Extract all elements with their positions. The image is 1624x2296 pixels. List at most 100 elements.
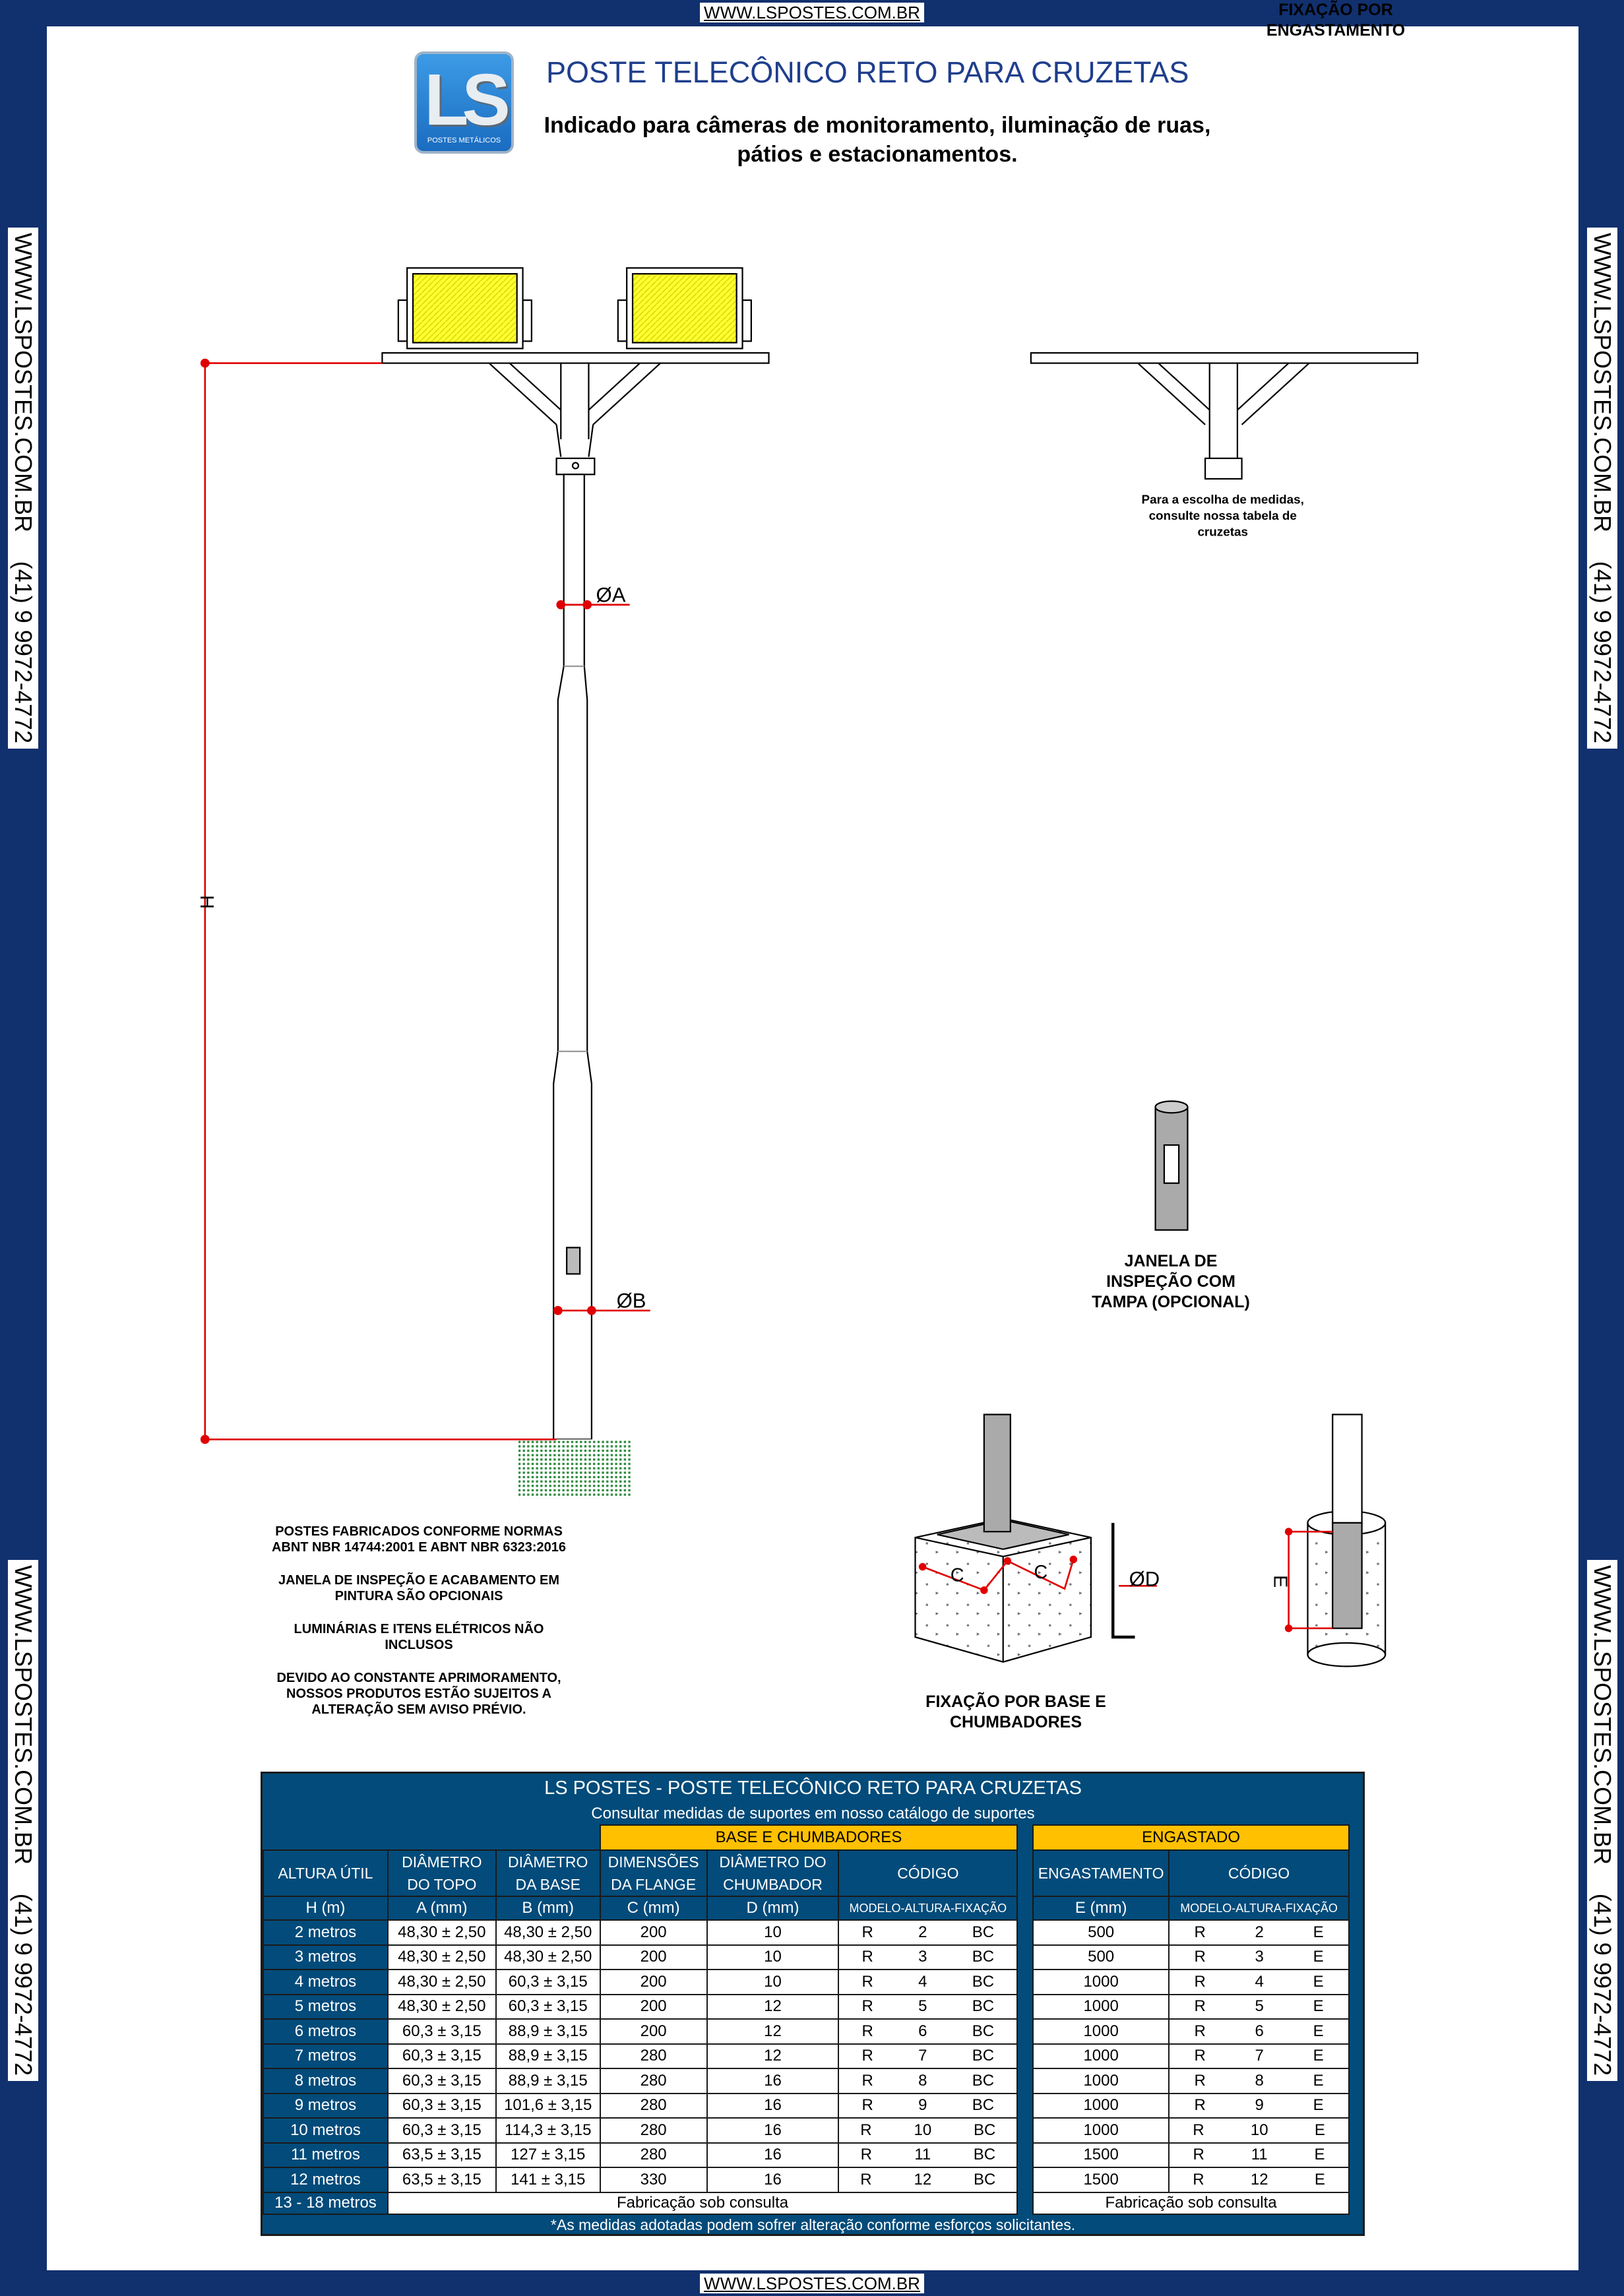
- dim-label-b: ØB: [617, 1289, 646, 1312]
- dim-label-h: H: [196, 895, 217, 909]
- code-part: R: [861, 2071, 873, 2090]
- gap: [1017, 1850, 1033, 1896]
- code-part: 9: [918, 2096, 927, 2115]
- bottom-url[interactable]: WWW.LSPOSTES.COM.BR: [700, 2274, 924, 2293]
- code-part: 4: [1255, 1972, 1264, 1991]
- spacer: [1349, 1850, 1363, 1896]
- group-embed: ENGASTADO: [1032, 1824, 1350, 1851]
- code-part: BC: [972, 1972, 995, 1991]
- value-cell: 200: [599, 2018, 708, 2045]
- gap: [1017, 2167, 1033, 2192]
- code-part: E: [1313, 2071, 1324, 2090]
- code-part: BC: [972, 1997, 995, 2016]
- code-part: E: [1313, 1923, 1324, 1941]
- column-unit: MODELO-ALTURA-FIXAÇÃO: [838, 1896, 1018, 1921]
- code-part: BC: [972, 2096, 995, 2115]
- page-subtitle: Indicado para câmeras de monitoramento, …: [515, 111, 1240, 169]
- code-part: BC: [972, 1923, 995, 1941]
- spacer: [1349, 2094, 1363, 2119]
- caption-line: INSPEÇÃO COM: [1106, 1272, 1235, 1291]
- note: DEVIDO AO CONSTANTE APRIMORAMENTO, NOSSO…: [276, 1671, 561, 1717]
- last-row-base: Fabricação sob consulta: [387, 2191, 1018, 2215]
- code-part: 5: [918, 1997, 927, 2016]
- code-part: R: [861, 1923, 873, 1941]
- value-cell: 48,30 ± 2,50: [387, 1919, 497, 1946]
- height-cell: 5 metros: [263, 1993, 389, 2020]
- inspection-caption: JANELA DE INSPEÇÃO COM TAMPA (OPCIONAL): [1029, 1251, 1313, 1313]
- embed-cell: 1000: [1032, 2018, 1170, 2045]
- value-cell: 60,3 ± 3,15: [387, 2117, 497, 2144]
- caption-line: FIXAÇÃO POR BASE E: [925, 1692, 1106, 1711]
- value-cell: 60,3 ± 3,15: [495, 1993, 601, 2020]
- height-cell: 12 metros: [263, 2167, 389, 2193]
- column-header: CÓDIGO: [838, 1849, 1018, 1897]
- column-unit: C (mm): [599, 1896, 708, 1921]
- embed-cell: 500: [1032, 1919, 1170, 1946]
- gap: [1017, 1995, 1033, 2020]
- column-header: ENGASTAMENTO: [1032, 1849, 1170, 1897]
- code-part: R: [1194, 1997, 1206, 2016]
- last-row-embed: Fabricação sob consulta: [1032, 2191, 1350, 2215]
- value-cell: 12: [706, 2018, 840, 2045]
- gap: [1017, 1920, 1033, 1945]
- value-cell: 16: [706, 2142, 840, 2168]
- value-cell: 60,3 ± 3,15: [495, 1969, 601, 1995]
- gap: [1017, 2044, 1033, 2069]
- value-cell: 48,30 ± 2,50: [495, 1919, 601, 1946]
- embed-cell: 1000: [1032, 1969, 1170, 1995]
- dim-label-d: ØD: [1129, 1567, 1160, 1590]
- crossarm-plate: [381, 352, 770, 364]
- code-part: E: [1313, 2096, 1324, 2115]
- dim-label-c: C: [951, 1565, 964, 1586]
- value-cell: 280: [599, 2142, 708, 2168]
- code-part: 10: [914, 2121, 932, 2139]
- note: LUMINÁRIAS E ITENS ELÉTRICOS NÃO INCLUSO…: [294, 1622, 544, 1652]
- spacer: [1349, 2019, 1363, 2044]
- value-cell: 10: [706, 1969, 840, 1995]
- caption-line: FIXAÇÃO POR: [1278, 1, 1393, 19]
- top-url[interactable]: WWW.LSPOSTES.COM.BR: [700, 3, 924, 22]
- table-title: LS POSTES - POSTE TELECÔNICO RETO PARA C…: [544, 1777, 1082, 1799]
- gap: [1017, 1896, 1033, 1920]
- code-part: 6: [918, 2022, 927, 2040]
- code-part: E: [1313, 1997, 1324, 2016]
- code-part: E: [1314, 2170, 1325, 2188]
- ls-logo: LS POSTES METÁLICOS: [414, 51, 514, 154]
- column-header: DIMENSÕES DA FLANGE: [599, 1849, 708, 1897]
- code-part: R: [1193, 2121, 1204, 2139]
- caption-line: TAMPA (OPCIONAL): [1092, 1293, 1250, 1311]
- code-part: E: [1314, 2121, 1325, 2139]
- embed-caption: FIXAÇÃO POR ENGASTAMENTO: [1220, 0, 1451, 41]
- code-part: 7: [1255, 2047, 1264, 2065]
- height-cell: 9 metros: [263, 2092, 389, 2119]
- value-cell: 63,5 ± 3,15: [387, 2142, 497, 2168]
- spacer: [1349, 1920, 1363, 1945]
- table-subtitle: Consultar medidas de suportes em nosso c…: [591, 1804, 1035, 1822]
- caption-line: CHUMBADORES: [950, 1713, 1082, 1731]
- spacer: [1349, 2068, 1363, 2094]
- column-unit: D (mm): [706, 1896, 840, 1921]
- embed-cell: 1000: [1032, 1993, 1170, 2020]
- code-part: R: [1194, 2022, 1206, 2040]
